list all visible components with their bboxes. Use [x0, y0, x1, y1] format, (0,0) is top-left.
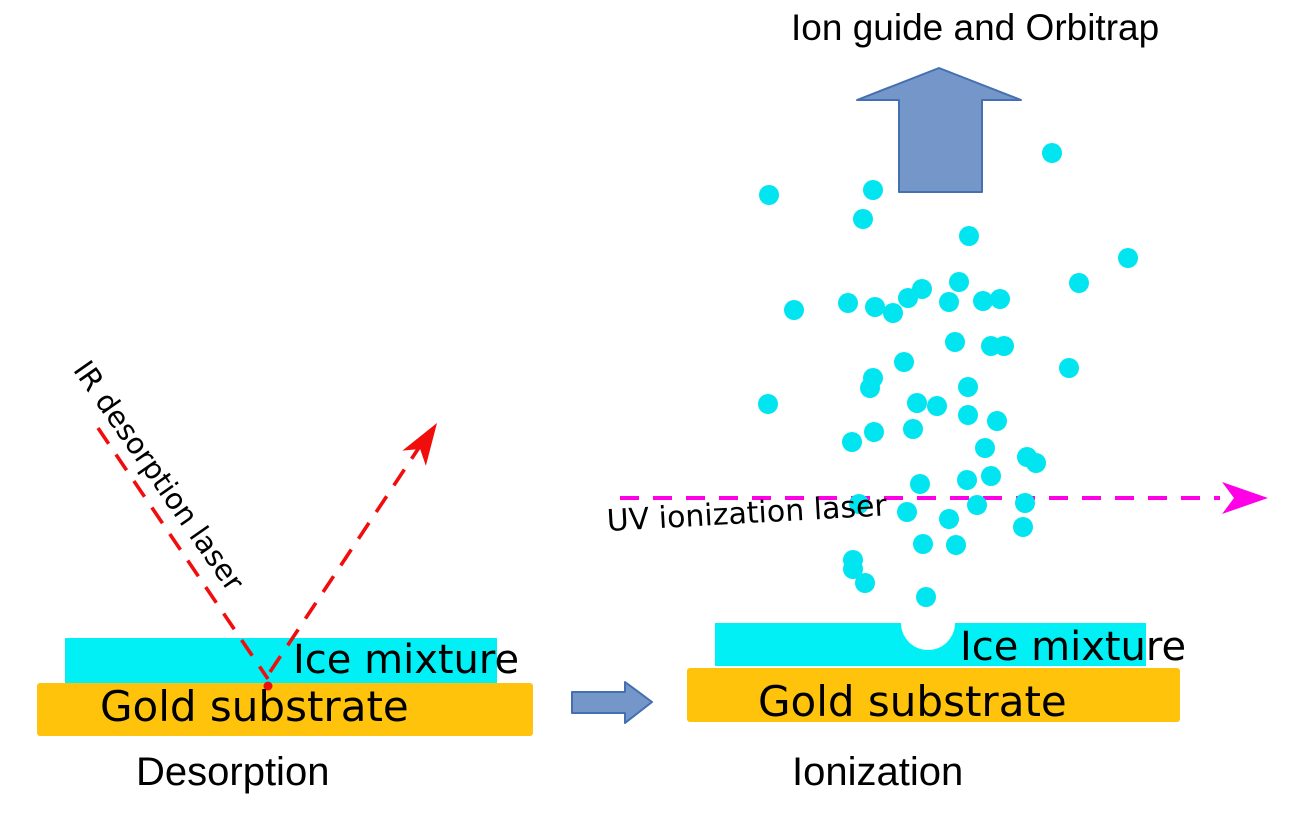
- particle-dot: [1059, 358, 1079, 378]
- particle-dot: [994, 336, 1014, 356]
- particle-dot: [916, 587, 936, 607]
- particle-dot: [894, 352, 914, 372]
- particle-dot: [1042, 143, 1062, 163]
- particle-dot: [959, 226, 979, 246]
- particle-dot: [913, 534, 933, 554]
- ionization-caption: Ionization: [792, 750, 964, 794]
- ir-laser-arrowhead: [402, 423, 437, 466]
- particle-dot: [946, 535, 966, 555]
- particle-dot: [897, 502, 917, 522]
- particle-dot: [843, 559, 863, 579]
- desorption-caption: Desorption: [136, 750, 330, 794]
- particle-dot: [784, 300, 804, 320]
- particle-dot: [975, 438, 995, 458]
- particle-dot: [957, 470, 977, 490]
- particle-dot: [842, 432, 862, 452]
- particle-dot: [958, 405, 978, 425]
- particle-dot: [865, 297, 885, 317]
- left-ice-bar: [65, 638, 497, 683]
- particle-dot: [907, 393, 927, 413]
- particle-plume: [758, 143, 1138, 607]
- left-gold-bar: [37, 683, 533, 736]
- particle-dot: [864, 422, 884, 442]
- particle-dot: [990, 289, 1010, 309]
- transition-arrow: [571, 681, 653, 724]
- ion-guide-label: Ion guide and Orbitrap: [791, 7, 1160, 48]
- particle-dot: [860, 378, 880, 398]
- left-ice-label: Ice mixture: [293, 637, 520, 683]
- particle-dot: [855, 573, 875, 593]
- right-gold-bar: [687, 668, 1180, 722]
- ir-laser-focus-dot: [263, 681, 273, 691]
- particle-dot: [958, 377, 978, 397]
- particle-dot: [758, 394, 778, 414]
- right-substrate-label: Gold substrate: [758, 677, 1067, 726]
- right-ice-label: Ice mixture: [960, 624, 1187, 670]
- particle-dot: [949, 272, 969, 292]
- particle-dot: [838, 293, 858, 313]
- particle-dot: [939, 292, 959, 312]
- particle-dot: [939, 509, 959, 529]
- ir-laser-reflected-beam: [268, 442, 424, 673]
- particle-dot: [1013, 517, 1033, 537]
- ir-laser-incoming-beam: [96, 426, 270, 681]
- particle-dot: [987, 411, 1007, 431]
- particle-dot: [849, 494, 869, 514]
- particle-dot: [1015, 493, 1035, 513]
- particle-dot: [853, 209, 873, 229]
- particle-dot: [945, 332, 965, 352]
- particle-dot: [1118, 248, 1138, 268]
- particle-dot: [910, 474, 930, 494]
- right-ice-bar: [715, 623, 1146, 666]
- particle-dot: [1069, 273, 1089, 293]
- particle-dot: [759, 185, 779, 205]
- orbitrap-arrow: [856, 67, 1022, 193]
- particle-dot: [981, 466, 1001, 486]
- left-substrate-label: Gold substrate: [100, 682, 409, 731]
- particle-dot: [1026, 453, 1046, 473]
- particle-dot: [863, 180, 883, 200]
- uv-laser-arrowhead: [1222, 482, 1268, 514]
- particle-dot: [903, 419, 923, 439]
- particle-dot: [973, 291, 993, 311]
- particle-dot: [927, 396, 947, 416]
- particle-dot: [967, 495, 987, 515]
- particle-dot: [898, 288, 918, 308]
- particle-dot: [883, 303, 903, 323]
